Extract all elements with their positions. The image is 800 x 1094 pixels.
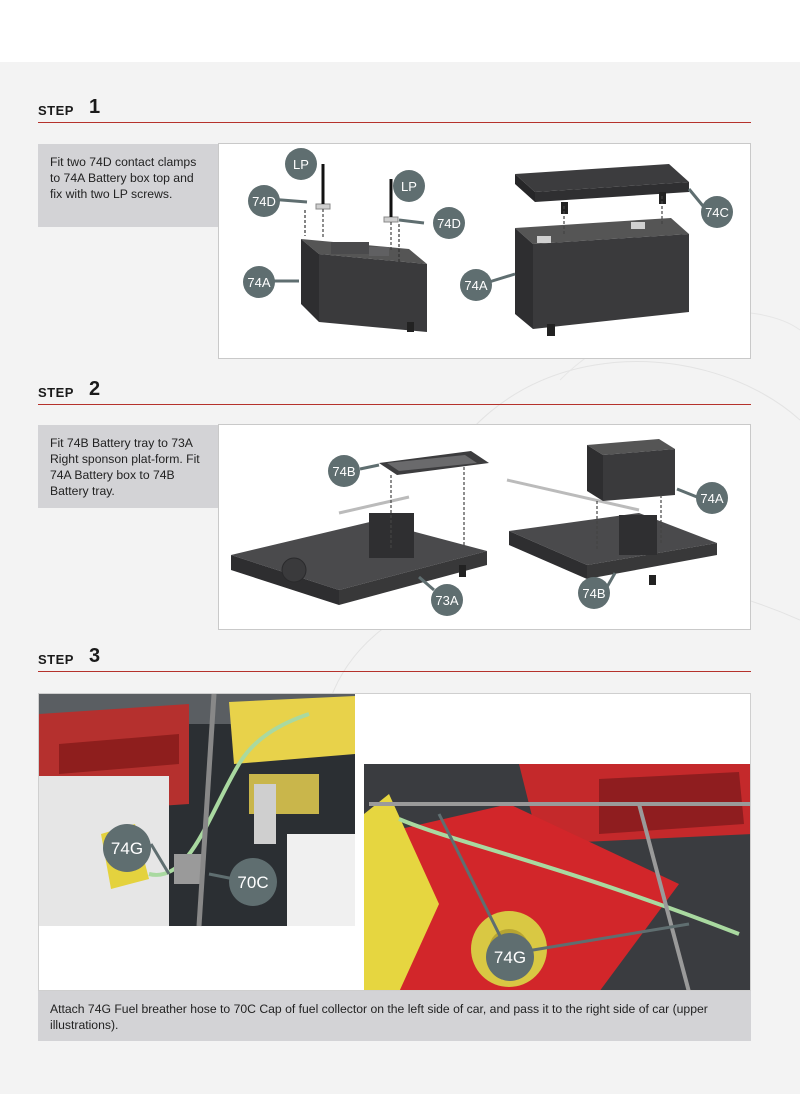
sponson-platform-left bbox=[231, 495, 487, 605]
callout-lp-1-label: LP bbox=[293, 157, 309, 172]
callout-74b-2: 74B bbox=[578, 577, 610, 609]
sponson-platform-right bbox=[506, 478, 717, 585]
callout-74g-left: 74G bbox=[103, 824, 151, 872]
step-3-illustration: 74G 70C 74G bbox=[38, 693, 751, 991]
callout-74d-2: 74D bbox=[433, 207, 465, 239]
callout-74b-1: 74B bbox=[328, 455, 360, 487]
step-2-illustration: 74B 73A 74A 74B bbox=[218, 424, 751, 630]
step-3-drawing: 74G 70C 74G bbox=[39, 694, 750, 990]
callout-73a: 73A bbox=[431, 584, 463, 616]
step-2-word: STEP bbox=[38, 385, 74, 400]
battery-box-lid bbox=[515, 164, 689, 236]
callout-74d-1-label: 74D bbox=[252, 194, 276, 209]
callout-74g-right-label: 74G bbox=[494, 948, 526, 967]
step-3-instruction: Attach 74G Fuel breather hose to 70C Cap… bbox=[38, 991, 751, 1041]
step-3-number: 3 bbox=[89, 645, 101, 667]
callout-70c: 70C bbox=[229, 858, 277, 906]
callout-lp-2-label: LP bbox=[401, 179, 417, 194]
right-photo bbox=[364, 764, 750, 990]
callout-arrows-step-3 bbox=[149, 813, 690, 956]
step-3-header: STEP 3 bbox=[38, 645, 751, 672]
callout-arrows-step-2 bbox=[359, 463, 698, 592]
callout-74a-1-label: 74A bbox=[247, 275, 270, 290]
contact-clamps-left bbox=[304, 164, 400, 262]
callout-74a-step-2-label: 74A bbox=[700, 491, 723, 506]
battery-box-right bbox=[515, 218, 689, 336]
step-2-number: 2 bbox=[89, 378, 101, 400]
callout-74c: 74C bbox=[701, 196, 733, 228]
left-photo bbox=[39, 694, 355, 927]
callout-74a-step-2: 74A bbox=[696, 482, 728, 514]
step-2-instruction: Fit 74B Battery tray to 73A Right sponso… bbox=[38, 425, 218, 508]
callout-74c-label: 74C bbox=[705, 205, 729, 220]
step-1-instruction: Fit two 74D contact clamps to 74A Batter… bbox=[38, 144, 218, 227]
callout-73a-label: 73A bbox=[435, 593, 458, 608]
step-1-header: STEP 1 bbox=[38, 96, 751, 123]
callout-lp-2: LP bbox=[393, 170, 425, 202]
callout-70c-label: 70C bbox=[237, 873, 268, 892]
top-band bbox=[0, 0, 800, 62]
callout-74a-2: 74A bbox=[460, 269, 492, 301]
callout-74b-2-label: 74B bbox=[582, 586, 605, 601]
battery-tray bbox=[379, 451, 489, 550]
callout-74a-2-label: 74A bbox=[464, 278, 487, 293]
step-1-illustration: LP LP 74D 74D 74A 74A 74C bbox=[218, 143, 751, 359]
callout-74g-right: 74G bbox=[486, 933, 534, 981]
callout-74b-1-label: 74B bbox=[332, 464, 355, 479]
step-1-word: STEP bbox=[38, 103, 74, 118]
callout-lp-1: LP bbox=[285, 148, 317, 180]
step-1-number: 1 bbox=[89, 96, 101, 118]
battery-box-left bbox=[301, 239, 427, 332]
callout-74d-2-label: 74D bbox=[437, 216, 461, 231]
callout-74d-1: 74D bbox=[248, 185, 280, 217]
step-2-header: STEP 2 bbox=[38, 378, 751, 405]
battery-box-step-2 bbox=[587, 439, 675, 550]
step-2-drawing: 74B 73A 74A 74B bbox=[231, 439, 728, 616]
step-3-word: STEP bbox=[38, 652, 74, 667]
callout-74g-left-label: 74G bbox=[111, 839, 143, 858]
step-1-drawing: LP LP 74D 74D 74A 74A 74C bbox=[243, 148, 733, 336]
callout-74a-1: 74A bbox=[243, 266, 275, 298]
